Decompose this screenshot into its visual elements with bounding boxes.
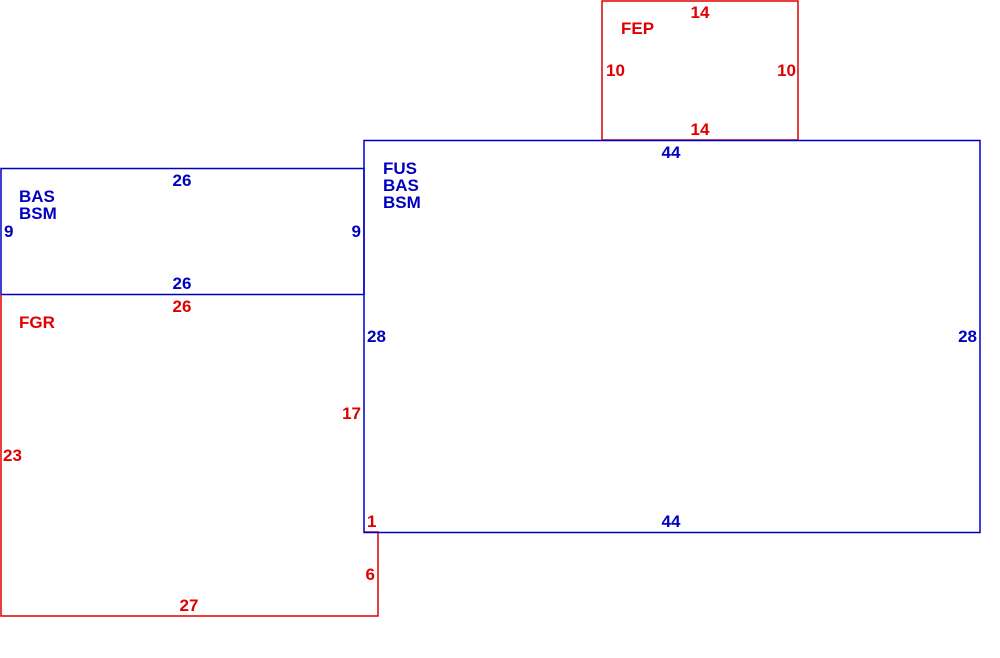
fus-code: BAS <box>383 176 419 195</box>
fep-bottom-dimension: 14 <box>690 120 710 139</box>
fgr-right-upper-dimension: 17 <box>342 404 361 423</box>
fep-right-dimension: 10 <box>777 61 796 80</box>
fgr-section-codes: FGR <box>19 314 55 331</box>
fgr-right-lower-dimension: 6 <box>365 565 375 584</box>
fus-bottom-dimension: 44 <box>661 512 681 531</box>
fus-section-codes: FUS BAS BSM <box>383 160 421 211</box>
fus-right-dimension: 28 <box>958 327 977 346</box>
fgr-outline <box>0 294 379 617</box>
bas-section-codes: BAS BSM <box>19 188 57 222</box>
fep-code: FEP <box>621 19 655 38</box>
fgr-bottom-dimension: 27 <box>179 596 199 615</box>
fgr-left-dimension: 23 <box>3 446 22 465</box>
fus-left-dimension: 28 <box>367 327 386 346</box>
fep-section-codes: FEP <box>621 20 654 37</box>
fep-top-dimension: 14 <box>690 3 710 22</box>
fgr-jog-dimension: 1 <box>367 512 377 531</box>
fus-outline <box>363 139 981 534</box>
fus-top-dimension: 44 <box>661 143 681 162</box>
fgr-top-dimension: 26 <box>172 297 192 316</box>
bas-right-dimension: 9 <box>351 222 361 241</box>
bas-top-dimension: 26 <box>172 171 192 190</box>
fus-code: FUS <box>383 159 417 178</box>
fgr-code: FGR <box>19 313 55 332</box>
bas-code: BAS <box>19 187 55 206</box>
bas-left-dimension: 9 <box>4 222 14 241</box>
fep-left-dimension: 10 <box>606 61 625 80</box>
bas-bottom-dimension: 26 <box>172 274 192 293</box>
fus-code: BSM <box>383 193 421 212</box>
bas-code: BSM <box>19 204 57 223</box>
